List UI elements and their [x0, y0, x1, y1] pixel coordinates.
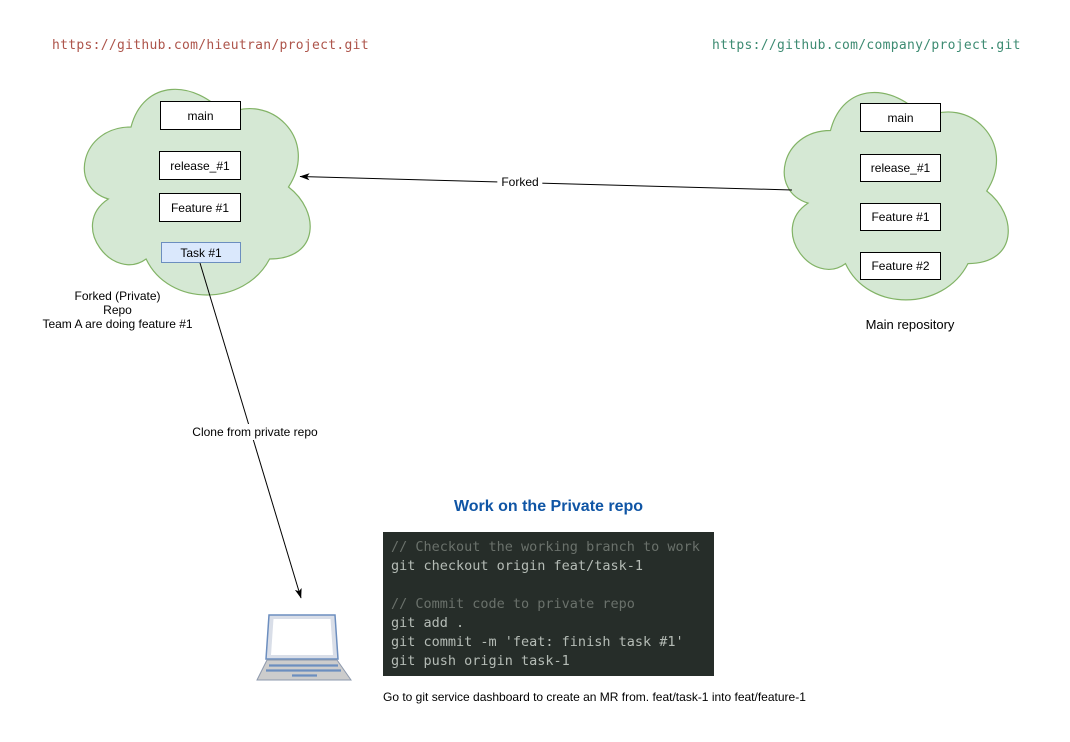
- main-branch-feature1: Feature #1: [860, 203, 941, 231]
- laptop-icon: [256, 614, 352, 681]
- main-branch-main: main: [860, 103, 941, 132]
- private-branch-main: main: [160, 101, 241, 130]
- code-line: // Commit code to private repo: [391, 596, 635, 612]
- code-line: git commit -m 'feat: finish task #1': [391, 634, 684, 650]
- main-branch-release: release_#1: [860, 154, 941, 182]
- private-branch-release: release_#1: [159, 151, 241, 180]
- private-repo-url: https://github.com/hieutran/project.git: [52, 38, 369, 53]
- forked-arrow-label: Forked: [497, 174, 543, 190]
- code-line: git push origin task-1: [391, 653, 570, 669]
- forked-arrow: [299, 173, 793, 191]
- git-commands-code-block: // Checkout the working branch to work g…: [383, 532, 714, 676]
- code-line: [391, 576, 706, 595]
- main-repo-caption: Main repository: [865, 317, 955, 332]
- private-branch-task1: Task #1: [161, 242, 241, 263]
- private-repo-caption: Forked (Private) Repo Team A are doing f…: [15, 289, 220, 331]
- private-caption-line3: Team A are doing feature #1: [42, 317, 193, 331]
- private-branch-feature1: Feature #1: [159, 193, 241, 222]
- code-line: // Checkout the working branch to work: [391, 539, 700, 555]
- section-heading: Work on the Private repo: [453, 498, 644, 515]
- private-caption-line1: Forked (Private): [74, 289, 161, 303]
- main-repo-url: https://github.com/company/project.git: [712, 38, 1021, 53]
- main-branch-feature2: Feature #2: [860, 252, 941, 280]
- mr-instruction-note: Go to git service dashboard to create an…: [383, 690, 806, 704]
- clone-arrow-label: Clone from private repo: [188, 424, 322, 440]
- code-line: git add .: [391, 615, 465, 631]
- private-caption-line2: Repo: [103, 303, 132, 317]
- code-line: git checkout origin feat/task-1: [391, 558, 643, 574]
